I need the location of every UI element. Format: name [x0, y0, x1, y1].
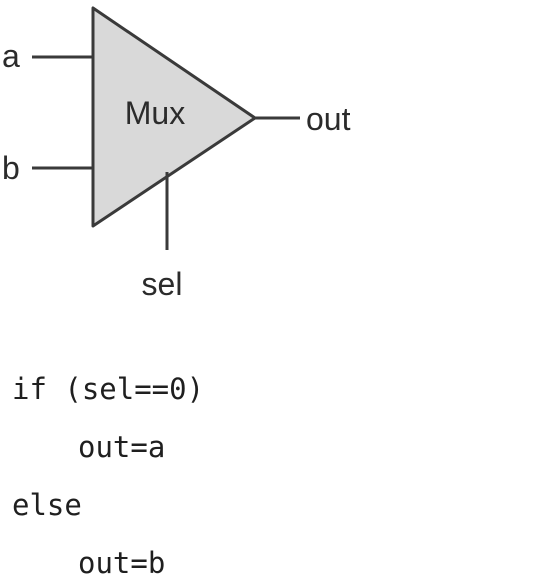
- code-line-assign-a: out=a: [78, 430, 166, 464]
- code-line-if: if (sel==0): [12, 372, 205, 406]
- pseudocode-block: if (sel==0) out=a else out=b: [12, 360, 204, 588]
- select-label: sel: [142, 266, 183, 302]
- mux-diagram: Mux a b out sel: [2, 6, 351, 302]
- code-line-assign-b: out=b: [78, 546, 166, 580]
- input-b-label: b: [2, 150, 20, 186]
- code-line-else: else: [12, 488, 82, 522]
- block-label: Mux: [125, 95, 185, 131]
- output-label: out: [306, 101, 351, 137]
- mux-block: [91, 6, 257, 228]
- input-a-label: a: [2, 38, 20, 74]
